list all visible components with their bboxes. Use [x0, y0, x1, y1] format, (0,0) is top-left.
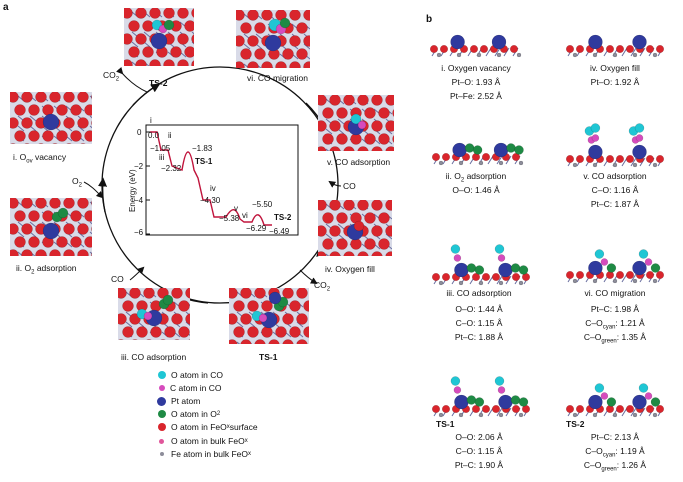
b-vi-co-cyan: C–Ocyan: 1.21 Å — [585, 318, 645, 331]
panel-a-letter: a — [3, 2, 9, 13]
structure-ii — [10, 198, 92, 256]
value-0: 0.0 — [148, 131, 160, 140]
b-iii-ptc: Pt–C: 1.88 Å — [454, 332, 504, 342]
b-i-ptO: Pt–O: 1.93 Å — [451, 77, 501, 87]
co2-label-bottom: CO2 — [314, 280, 331, 293]
b-v-co: C–O: 1.16 Å — [591, 185, 639, 195]
label-ii: ii. O2 adsorption — [16, 263, 77, 276]
b-ts1-title: TS-1 — [436, 419, 455, 429]
cycle-arrow-4 — [97, 177, 108, 213]
structure-i — [10, 92, 92, 144]
step-v: v — [234, 204, 238, 213]
structure-vi — [236, 10, 310, 68]
legend-item-o-co: O atom in CO — [158, 370, 223, 380]
tick-minus6: −6 — [134, 228, 144, 237]
b-iv-title: iv. Oxygen fill — [590, 63, 640, 73]
step-iii: iii — [159, 153, 165, 162]
b-ii-oo: O–O: 1.46 Å — [452, 185, 500, 195]
b-i-title: i. Oxygen vacancy — [441, 63, 511, 73]
label-iii: iii. CO adsorption — [121, 352, 187, 362]
strip-vi — [566, 232, 664, 284]
step-vi: vi — [242, 211, 248, 220]
structure-ts1 — [229, 288, 309, 344]
b-v-title: v. CO adsorption — [583, 171, 647, 181]
b-ts1-co: C–O: 1.15 Å — [455, 446, 503, 456]
step-ts2: TS-2 — [274, 213, 292, 222]
structure-iii — [118, 288, 190, 340]
label-iv: iv. Oxygen fill — [325, 264, 375, 274]
label-v: v. CO adsorption — [327, 157, 391, 167]
strip-v — [566, 112, 664, 168]
strip-iii — [432, 224, 530, 286]
co-in-arrow-right — [328, 180, 342, 188]
strip-ts1 — [432, 356, 530, 418]
b-ts2-ptc: Pt–C: 2.13 Å — [590, 432, 640, 442]
energy-diagram: Energy (eV) 0 −2 −4 −6 i 0.0 ii −1.05 −1… — [128, 116, 308, 242]
b-iii-oo: O–O: 1.44 Å — [455, 304, 503, 314]
b-ts2-co-green: C–Ogreen: 1.26 Å — [583, 460, 647, 473]
value-minus6-29: −6.29 — [246, 224, 267, 233]
value-minus4-30: −4.30 — [200, 196, 221, 205]
b-v-ptc: Pt–C: 1.87 Å — [590, 199, 640, 209]
b-iii-co: C–O: 1.15 Å — [455, 318, 503, 328]
legend-item-pt: Pt atom — [157, 396, 200, 406]
b-vi-ptc: Pt–C: 1.98 Å — [590, 304, 640, 314]
value-minus5-50: −5.50 — [252, 200, 273, 209]
tick-minus4: −4 — [134, 196, 144, 205]
co2-label-top: CO2 — [103, 70, 120, 83]
step-iv: iv — [210, 184, 216, 193]
cycle-arrow-5 — [132, 83, 161, 106]
o2-in-arrow — [83, 181, 104, 199]
b-iv-pto: Pt–O: 1.92 Å — [590, 77, 640, 87]
b-ts2-co-cyan: C–Ocyan: 1.19 Å — [585, 446, 645, 459]
value-minus6-49: −6.49 — [269, 227, 290, 236]
b-ts1-oo: O–O: 2.06 Å — [455, 432, 503, 442]
label-ts1: TS-1 — [259, 352, 278, 362]
co-label-right: CO — [343, 181, 356, 191]
co2-out-arrow-top — [116, 66, 148, 93]
structure-v — [318, 95, 394, 151]
value-minus1-83: −1.83 — [192, 144, 213, 153]
step-ii: ii — [168, 131, 172, 140]
strip-i — [430, 22, 522, 58]
strip-ts2 — [566, 370, 664, 418]
label-i: i. Oov vacancy — [13, 152, 67, 165]
value-minus2-32: −2.32 — [161, 164, 182, 173]
b-ii-title: ii. O2 adsorption — [445, 171, 507, 184]
structure-ts2 — [124, 8, 194, 66]
tick-0: 0 — [137, 128, 142, 137]
tick-minus2: −2 — [134, 162, 144, 171]
value-minus5-38: −5.38 — [219, 214, 240, 223]
panel-b-letter: b — [426, 14, 433, 25]
b-ts2-title: TS-2 — [566, 419, 585, 429]
strip-iv — [566, 22, 664, 58]
o2-label: O2 — [72, 176, 82, 189]
b-vi-co-green: C–Ogreen: 1.35 Å — [583, 332, 647, 345]
step-ts1: TS-1 — [195, 157, 213, 166]
step-i: i — [150, 116, 152, 125]
co2-out-arrow-bottom — [299, 269, 318, 285]
value-minus1-05: −1.05 — [150, 144, 171, 153]
co-in-arrow-left — [129, 266, 145, 281]
structure-iv — [318, 200, 392, 256]
legend-item-c-co: C atom in CO — [158, 383, 222, 393]
b-iii-title: iii. CO adsorption — [446, 288, 512, 298]
label-vi: vi. CO migration — [247, 73, 308, 83]
b-ts1-ptc: Pt–C: 1.90 Å — [454, 460, 504, 470]
co-label-left: CO — [111, 274, 124, 284]
label-ts2: TS-2 — [149, 78, 168, 88]
b-i-ptFe: Pt–Fe: 2.52 Å — [450, 91, 502, 101]
strip-ii — [432, 128, 524, 166]
b-vi-title: vi. CO migration — [584, 288, 646, 298]
